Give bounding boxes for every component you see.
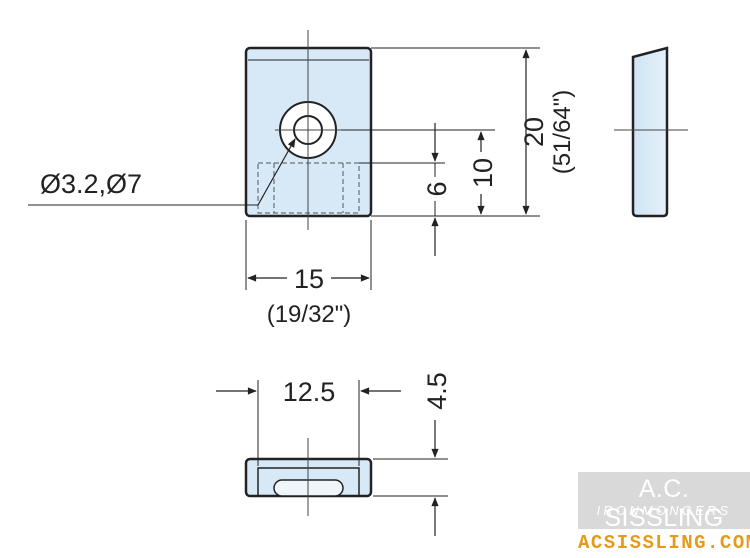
height-in-label: (51/64") (549, 90, 576, 175)
brand-name: A.C. SISSLING (604, 475, 724, 532)
brand-website[interactable]: ACSISSLING.COM (578, 529, 750, 558)
brand-tagline: IRONMONGERS (596, 503, 732, 518)
thickness-dimension: 4.5 (373, 372, 452, 536)
side-view-body (631, 46, 669, 218)
slot-width-dimension: 12.5 (216, 377, 401, 466)
slot-height-label: 10 (468, 158, 498, 188)
hole-diameter-label: Ø3.2,Ø7 (40, 169, 142, 199)
front-view (244, 30, 373, 230)
bottom-view (244, 438, 373, 516)
width-dimension: 15 (19/32") (245, 220, 372, 328)
width-in-label: (19/32") (267, 301, 352, 328)
thickness-label: 4.5 (422, 372, 452, 410)
height-dimension: 20 (51/64") (519, 49, 576, 215)
brand-logo: A.C. SISSLING IRONMONGERS ACSISSLING.COM (578, 472, 750, 558)
width-mm-label: 15 (294, 264, 324, 294)
side-view (614, 46, 688, 218)
height-mm-label: 20 (519, 117, 549, 147)
hole-callout: Ø3.2,Ø7 (28, 138, 296, 206)
lower-offset-label: 6 (422, 181, 452, 196)
slot-width-label: 12.5 (283, 377, 336, 407)
slot-height-dimension: 10 (468, 131, 498, 215)
lower-offset-dimension: 6 (422, 123, 452, 256)
